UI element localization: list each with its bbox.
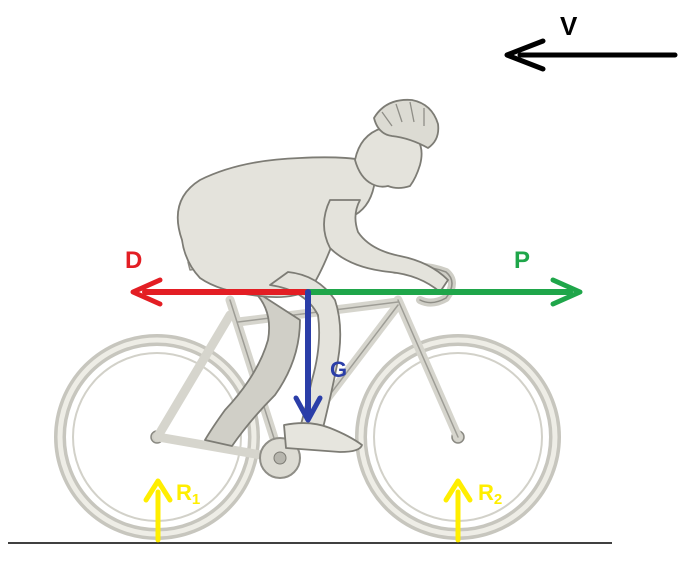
reaction-rear-label: R1 xyxy=(176,480,200,508)
helmet-icon xyxy=(373,98,440,149)
rider-rear-leg xyxy=(204,279,301,447)
rider-shoe xyxy=(283,422,363,453)
reaction-front-arrow xyxy=(443,478,473,543)
propulsion-label: P xyxy=(514,247,530,274)
propulsion-arrow xyxy=(305,277,583,307)
gravity-label: G xyxy=(330,357,347,382)
drag-label: D xyxy=(125,247,142,274)
reaction-front-label: R2 xyxy=(478,480,502,508)
drag-arrow xyxy=(130,277,311,307)
velocity-arrow xyxy=(504,38,678,72)
reaction-rear-arrow xyxy=(143,478,173,543)
rider xyxy=(176,98,449,453)
rider-arm xyxy=(323,199,449,293)
gravity-arrow xyxy=(293,289,323,423)
velocity-label: V xyxy=(560,11,578,41)
